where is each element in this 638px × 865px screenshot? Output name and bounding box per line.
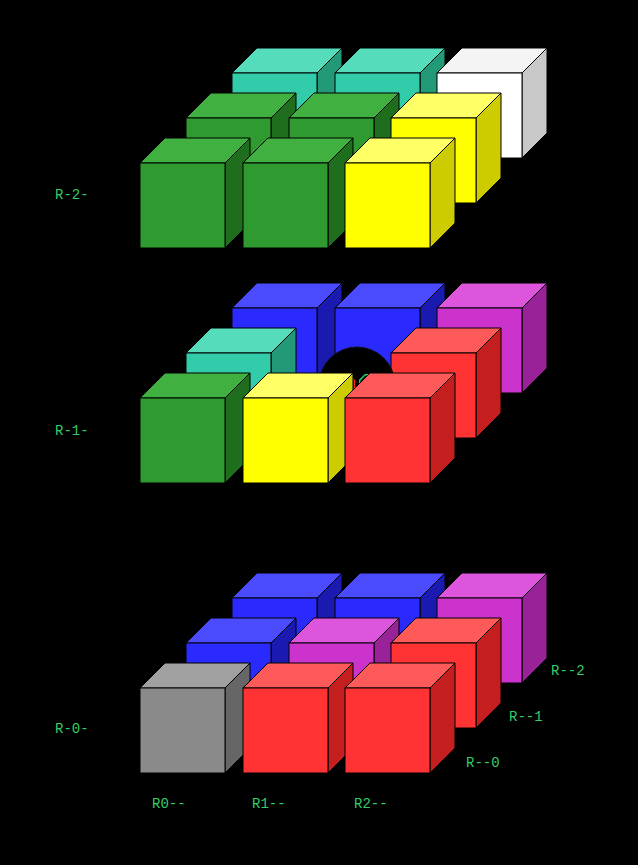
cube-front — [345, 163, 430, 248]
axis-label: R--1 — [509, 709, 543, 725]
cube-front — [243, 163, 328, 248]
cube-front — [345, 398, 430, 483]
cube-side — [430, 373, 455, 483]
axis-label: R1-- — [252, 796, 286, 812]
cube-side — [476, 618, 501, 728]
cube-side — [476, 328, 501, 438]
cube-front — [140, 163, 225, 248]
cube-layer — [140, 283, 547, 483]
cube — [345, 373, 455, 483]
axis-label: R-1- — [55, 423, 89, 439]
cube — [243, 663, 353, 773]
cube-side — [522, 48, 547, 158]
axis-label: R2-- — [354, 796, 388, 812]
axis-label: R-0- — [55, 721, 89, 737]
axis-label: R-2- — [55, 187, 89, 203]
cube-side — [430, 663, 455, 773]
cube-front — [243, 688, 328, 773]
axis-label: R0-- — [152, 796, 186, 812]
cube — [345, 138, 455, 248]
cube-side — [522, 573, 547, 683]
cube-layer — [140, 48, 547, 248]
cube — [140, 663, 250, 773]
cube-front — [243, 398, 328, 483]
cube-front — [345, 688, 430, 773]
cube — [345, 663, 455, 773]
cube — [243, 138, 353, 248]
axis-label: R--2 — [551, 663, 585, 679]
cube-side — [430, 138, 455, 248]
cube-front — [140, 688, 225, 773]
cube-front — [140, 398, 225, 483]
cube-layer — [140, 573, 547, 773]
cube — [140, 373, 250, 483]
cube-side — [476, 93, 501, 203]
cube-side — [522, 283, 547, 393]
cube — [140, 138, 250, 248]
cube — [243, 373, 353, 483]
axis-label: R--0 — [466, 755, 500, 771]
